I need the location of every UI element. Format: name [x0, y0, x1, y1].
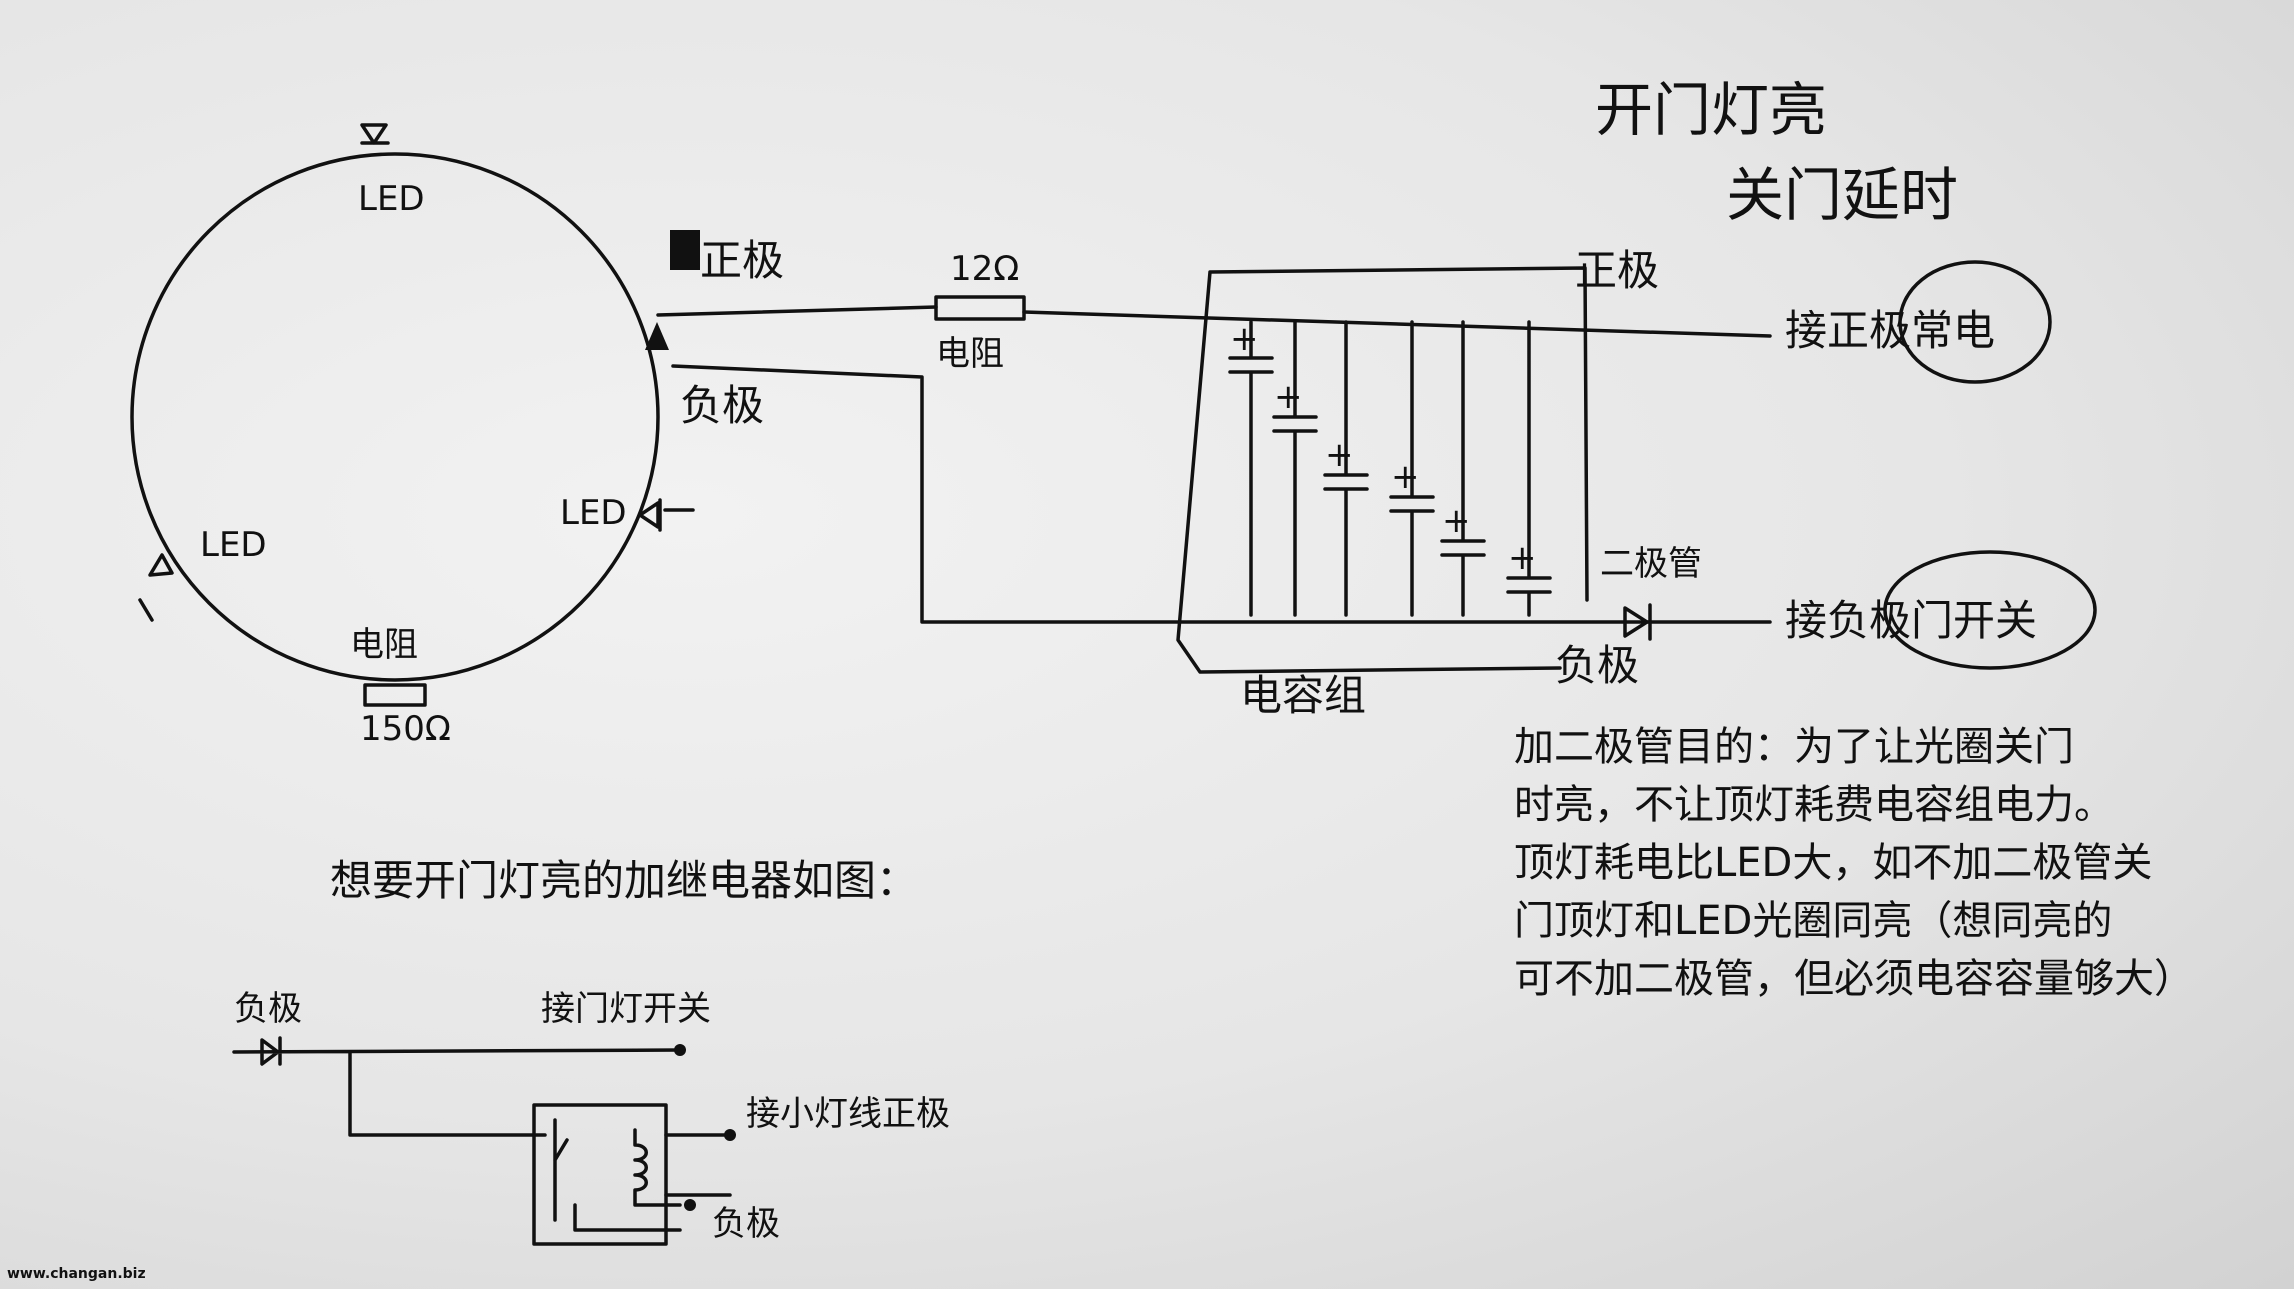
cap-positive-label: 正极	[1575, 246, 1659, 295]
cap1-plus: +	[1230, 319, 1259, 359]
relay-input-wire	[232, 1036, 682, 1137]
led-right-label: LED	[560, 493, 627, 533]
capacitor-group-label: 电容组	[1240, 671, 1366, 720]
watermark: www.changan.biz	[7, 1266, 146, 1282]
resistor-150-label: 电阻	[350, 625, 418, 665]
positive-wire	[656, 305, 1772, 338]
capacitor-4	[1389, 320, 1435, 617]
relay-caption: 想要开门灯亮的加继电器如图：	[330, 856, 918, 905]
cap6-plus: +	[1508, 538, 1537, 578]
capacitor-6	[1506, 320, 1552, 617]
resistor-12-value: 12Ω	[950, 249, 1019, 289]
cap2-plus: +	[1274, 377, 1303, 417]
ring-positive-label: 正极	[700, 236, 784, 285]
resistor-12-label: 电阻	[936, 334, 1004, 374]
cap4-plus: +	[1391, 457, 1420, 497]
capacitor-bank: + + + + + +	[1228, 319, 1552, 617]
explanation-line: 可不加二极管，但必须电容容量够大）	[1514, 956, 2194, 1002]
relay-internals	[553, 1118, 732, 1232]
cap5-plus: +	[1442, 501, 1471, 541]
positive-marker	[670, 230, 700, 270]
relay-output-terminal	[724, 1129, 736, 1141]
explanation-line: 门顶灯和LED光圈同亮（想同亮的	[1514, 898, 2112, 944]
explanation-line: 顶灯耗电比LED大，如不加二极管关	[1514, 840, 2152, 886]
relay-door-switch-label: 接门灯开关	[541, 989, 711, 1029]
cap3-plus: +	[1325, 435, 1354, 475]
constant-power-circle	[1898, 260, 2052, 384]
led-top-label: LED	[358, 179, 425, 219]
diode-symbol	[1623, 603, 1652, 641]
positive-connection-label: 接正极常电	[1785, 306, 1995, 355]
explanation-line: 加二极管目的：为了让光圈关门	[1514, 724, 2074, 770]
relay-box	[532, 1103, 668, 1246]
led-left-label: LED	[200, 525, 267, 565]
resistor-150-value: 150Ω	[360, 709, 451, 749]
capacitor-3	[1323, 320, 1369, 617]
relay-door-terminal	[674, 1044, 686, 1056]
door-switch-circle	[1883, 550, 2097, 670]
relay-negative-in: 负极	[234, 989, 302, 1029]
cap-negative-label: 负极	[1555, 641, 1639, 690]
capacitor-2	[1272, 320, 1318, 617]
title-line-2: 关门延时	[1726, 161, 1958, 229]
explanation-text: 加二极管目的：为了让光圈关门 时亮，不让顶灯耗费电容组电力。 顶灯耗电比LED大…	[1514, 724, 2194, 1002]
resistor-12-symbol	[934, 295, 1026, 321]
capacitor-group-outline	[1176, 266, 1589, 674]
led-right-symbol	[638, 498, 695, 532]
relay-negative-out: 负极	[712, 1204, 780, 1244]
explanation-line: 时亮，不让顶灯耗费电容组电力。	[1514, 782, 2114, 828]
relay-small-light-label: 接小灯线正极	[746, 1094, 950, 1134]
title-line-1: 开门灯亮	[1595, 76, 1827, 144]
capacitor-5	[1440, 320, 1486, 617]
led-top-symbol	[360, 123, 390, 145]
negative-wire	[671, 364, 1772, 624]
ring-terminal	[645, 322, 669, 350]
negative-connection-label: 接负极门开关	[1785, 596, 2037, 645]
diode-label: 二极管	[1600, 544, 1702, 584]
capacitor-1	[1228, 320, 1274, 617]
led-left-symbol	[138, 553, 174, 622]
resistor-150-symbol	[363, 683, 427, 707]
ring-negative-label: 负极	[680, 381, 764, 430]
relay-ground-terminal	[684, 1199, 696, 1211]
led-ring-wire	[130, 152, 660, 682]
